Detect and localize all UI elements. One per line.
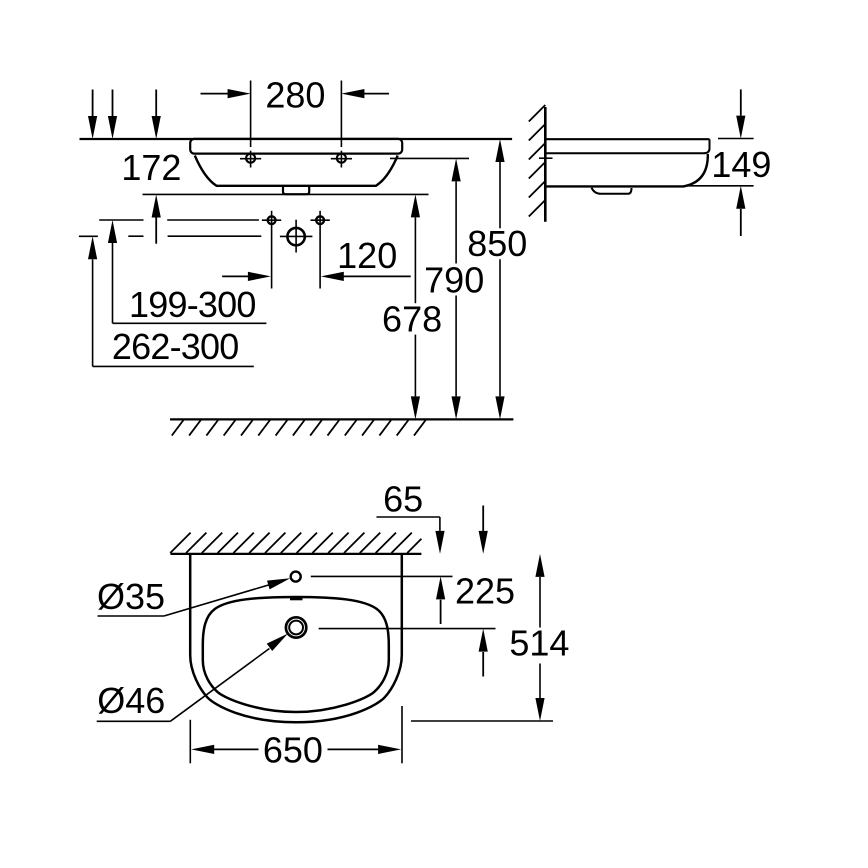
svg-text:65: 65 — [383, 479, 423, 520]
svg-text:149: 149 — [711, 144, 771, 185]
svg-text:Ø35: Ø35 — [97, 576, 165, 617]
svg-text:120: 120 — [337, 235, 397, 276]
svg-text:850: 850 — [467, 223, 527, 264]
svg-text:790: 790 — [424, 260, 484, 301]
svg-text:678: 678 — [382, 299, 442, 340]
svg-text:199-300: 199-300 — [129, 284, 256, 325]
svg-text:172: 172 — [121, 147, 181, 188]
svg-text:514: 514 — [509, 622, 569, 663]
svg-text:280: 280 — [265, 74, 325, 115]
svg-text:225: 225 — [455, 570, 515, 611]
svg-text:Ø46: Ø46 — [97, 680, 165, 721]
svg-text:262-300: 262-300 — [112, 326, 239, 367]
svg-text:650: 650 — [263, 730, 323, 771]
